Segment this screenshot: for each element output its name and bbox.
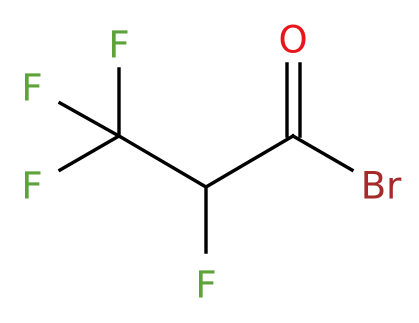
atom-br: Br — [361, 165, 402, 208]
bond-c2-c3 — [203, 133, 296, 190]
atom-f-top: F — [108, 24, 129, 67]
atom-f-bottom: F — [195, 264, 216, 307]
bond-c1-f-mid-upper — [57, 100, 122, 139]
bonds — [57, 62, 355, 254]
atom-f-mid-lower: F — [21, 165, 42, 208]
bond-c3-br — [290, 133, 355, 173]
bond-c1-c2 — [116, 133, 209, 190]
atom-f-mid-upper: F — [21, 67, 42, 110]
atom-o: O — [278, 19, 307, 62]
atom-labels: F F F F O Br — [21, 19, 402, 307]
bond-c1-f-mid-lower — [57, 133, 122, 173]
